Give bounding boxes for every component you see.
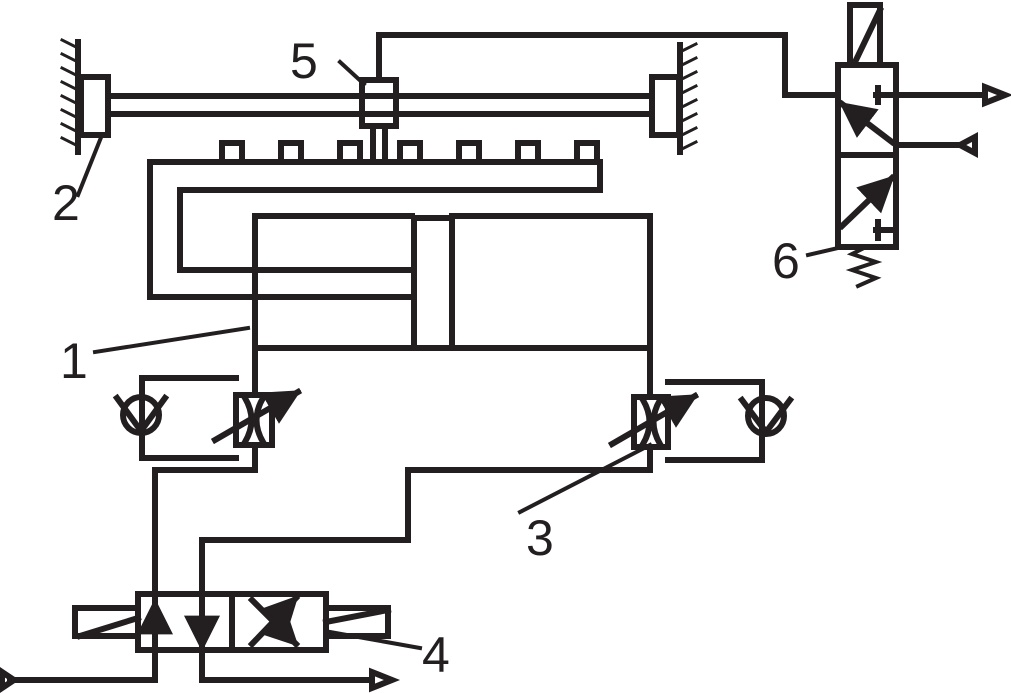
slide-bar-linkage <box>147 159 603 300</box>
label-pilot-valve: 6 <box>772 233 800 289</box>
left-flow-control <box>112 345 303 603</box>
carriage-switch <box>359 77 399 163</box>
label-cylinder: 1 <box>60 333 88 389</box>
solenoid-valve-pilot <box>835 2 1011 289</box>
cylinder <box>252 213 653 351</box>
label-main-valve: 4 <box>422 627 450 683</box>
leader-lines <box>75 59 841 651</box>
label-carriage-switch: 5 <box>290 33 318 89</box>
left-wall-mount <box>59 37 111 155</box>
solenoid-valve-main <box>0 591 401 693</box>
pilot-line <box>376 32 841 98</box>
label-flow-control: 3 <box>526 510 554 566</box>
right-wall-mount <box>649 41 699 155</box>
guide-rod <box>105 93 655 117</box>
right-flow-control <box>199 345 795 603</box>
label-wall-mount: 2 <box>52 175 80 231</box>
